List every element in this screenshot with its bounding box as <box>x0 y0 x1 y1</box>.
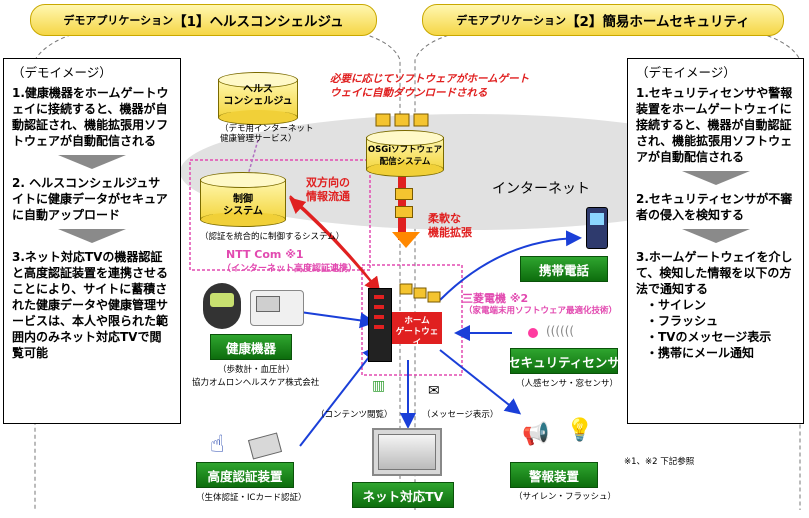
alarm-label: 警報装置 <box>510 462 598 488</box>
fingerprint-hand-icon: ☝ <box>210 430 225 458</box>
mobile-phone-icon <box>586 207 608 249</box>
ntt-dashed-box <box>189 159 371 271</box>
osgi-cylinder: OSGiソフトウェア 配信システム <box>366 130 444 177</box>
down-arrow-icon <box>58 229 126 243</box>
right-demo-panel: （デモイメージ） 1.セキュリティセンサや警報装置をホームゲートウェイに接続する… <box>627 58 804 424</box>
notify-bullet: ・サイレン <box>646 298 707 312</box>
gateway-software-icons <box>398 282 444 312</box>
right-step-3: 3.ホームゲートウェイを介して、検知した情報を以下の方法で通知する <box>636 250 793 296</box>
left-step-3: 3.ネット対応TVの機器認証と高度認証装置を連携させることにより、サイトに蓄積さ… <box>12 250 169 360</box>
message-view-label: （メッセージ表示） <box>422 410 499 420</box>
sensor-icon <box>528 328 538 338</box>
right-step-1: 1.セキュリティセンサや警報装置をホームゲートウェイに接続すると、機器が自動認証… <box>636 86 793 164</box>
security-sensor-sub: （人感センサ・窓センサ） <box>516 379 619 389</box>
bidirectional-label: 双方向の 情報流通 <box>306 176 350 203</box>
ntt-sub: （インターネット高度認証連携） <box>222 264 358 274</box>
home-gateway-label: ホーム ゲートウェイ <box>392 312 442 348</box>
notify-bullet: ・携帯にメール通知 <box>646 346 755 360</box>
tv-label: ネット対応TV <box>352 482 454 508</box>
mitsubishi-label: 三菱電機 ※2 <box>462 292 529 305</box>
footnote: ※1、※2 下記参照 <box>624 457 695 467</box>
health-concierge-cylinder: ヘルス コンシェルジュ <box>218 72 298 125</box>
osgi-server-icon <box>372 112 432 136</box>
left-step-1: 1.健康機器をホームゲートウェイに接続すると、機器が自動認証され、機能拡張用ソフ… <box>12 86 169 148</box>
envelope-icon: ✉ <box>428 383 440 399</box>
chart-icon: ▥ <box>372 378 386 394</box>
health-device-sub: （歩数計・血圧計） <box>218 365 295 375</box>
lightbulb-icon: 💡 <box>566 418 594 443</box>
auth-device-label: 高度認証装置 <box>196 462 294 488</box>
alarm-sub: （サイレン・フラッシュ） <box>514 492 617 502</box>
banner-left: デモアプリケーション 【1】 ヘルスコンシェルジュ <box>30 4 377 36</box>
health-concierge-sub: （デモ用インターネット 健康管理サービス） <box>220 124 314 144</box>
down-arrow-icon <box>58 155 126 169</box>
health-device-coop: 協力オムロンヘルスケア株式会社 <box>192 378 320 388</box>
notify-bullet: ・TVのメッセージ表示 <box>646 330 772 344</box>
down-arrow-icon <box>392 232 420 248</box>
pedometer-icon <box>203 283 241 329</box>
internet-label: インターネット <box>492 181 590 197</box>
left-demo-panel: （デモイメージ） 1.健康機器をホームゲートウェイに接続すると、機器が自動認証さ… <box>3 58 181 424</box>
security-sensor-label: セキュリティセンサ <box>508 348 620 374</box>
down-arrow-icon <box>681 171 750 185</box>
auth-device-sub: （生体認証・ICカード認証） <box>196 493 307 503</box>
control-system-label: 制御 システム <box>223 194 263 217</box>
internet-cloud <box>180 114 760 230</box>
siren-icon: 📢 <box>522 422 550 447</box>
download-note: 必要に応じてソフトウェアがホームゲートウェイに自動ダウンロードされる <box>330 73 530 99</box>
control-system-cylinder: 制御 システム <box>200 172 286 227</box>
blood-pressure-monitor-icon <box>250 290 304 326</box>
tv-icon <box>372 428 442 476</box>
health-concierge-label: ヘルス コンシェルジュ <box>223 84 293 107</box>
osgi-label: OSGiソフトウェア 配信システム <box>367 145 443 167</box>
software-package-icon <box>395 206 413 218</box>
banner-right: デモアプリケーション 【2】 簡易ホームセキュリティ <box>422 4 784 36</box>
sensor-waves-icon: (((((( <box>546 324 575 338</box>
health-device-label: 健康機器 <box>210 334 292 360</box>
control-system-sub: （認証を統合的に制御するシステム） <box>200 232 345 242</box>
flexible-extension-label: 柔軟な 機能拡張 <box>428 212 472 239</box>
mitsubishi-sub: （家電端末用ソフトウェア最適化技術） <box>464 306 618 316</box>
ntt-label: NTT Com ※1 <box>226 248 304 261</box>
left-step-2: 2. ヘルスコンシェルジュサイトに健康データがセキュアに自動アップロード <box>12 176 168 222</box>
left-panel-heading: （デモイメージ） <box>12 65 112 80</box>
home-gateway-device <box>368 288 392 362</box>
content-view-label: （コンテンツ閲覧） <box>316 410 393 420</box>
right-step-2: 2.セキュリティセンサが不審者の侵入を検知する <box>636 192 793 222</box>
right-panel-heading: （デモイメージ） <box>636 65 736 80</box>
software-package-icon <box>395 188 413 200</box>
mobile-label: 携帯電話 <box>520 256 608 282</box>
notify-bullet: ・フラッシュ <box>646 314 719 328</box>
down-arrow-icon <box>681 229 750 243</box>
